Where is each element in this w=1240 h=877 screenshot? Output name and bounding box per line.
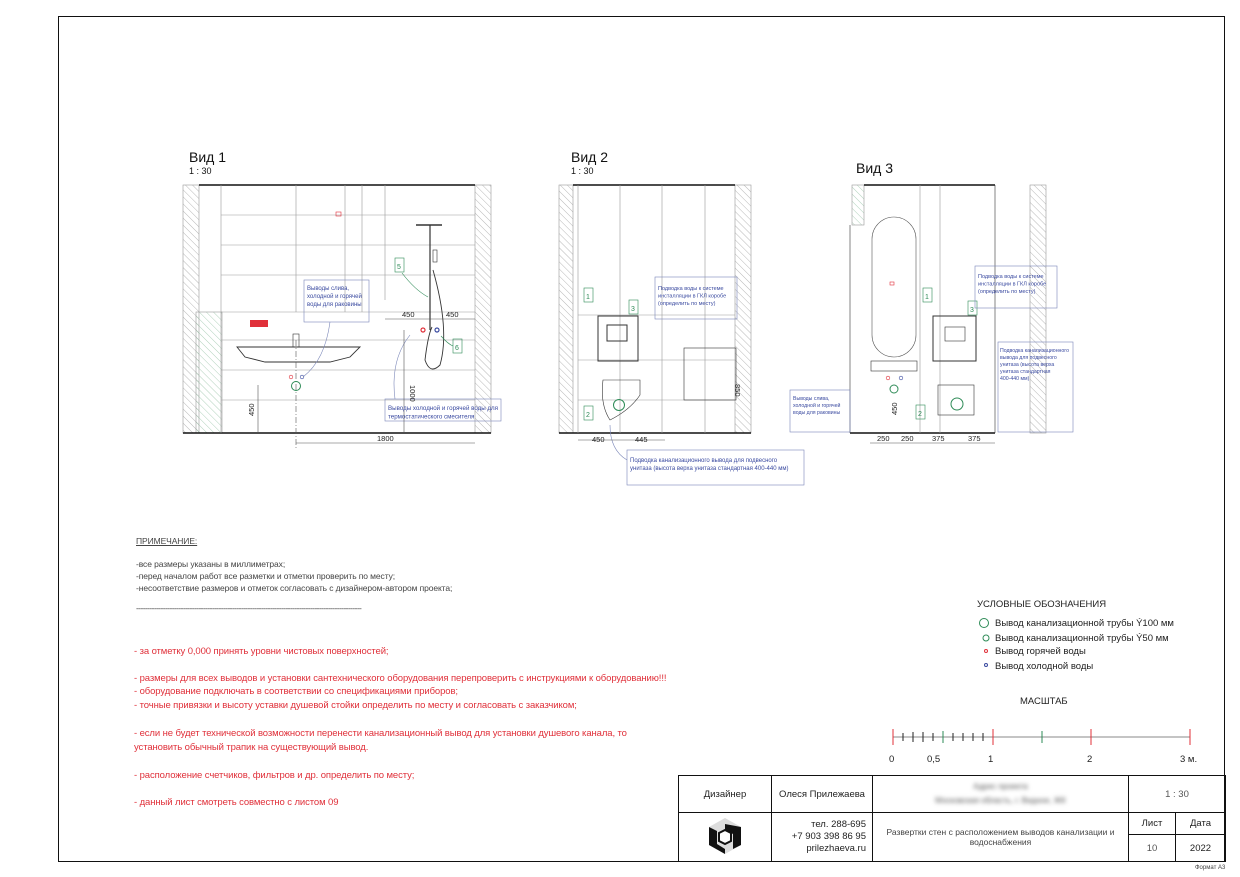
cube-logo-icon <box>709 817 741 854</box>
legend-item: Вывод канализационной трубы Ý100 мм <box>995 618 1174 629</box>
legend-item: Вывод горячей воды <box>995 646 1086 657</box>
title-block: Дизайнер Олеся Прилежаева Адрес проекта … <box>678 775 1226 862</box>
view3-drawing <box>789 184 1074 444</box>
v3-dim-375b: 375 <box>968 434 981 443</box>
sheet-title: Развертки стен с расположением выводов к… <box>872 812 1129 862</box>
v2-marker-2: 2 <box>586 412 590 419</box>
website: prilezhaeva.ru <box>806 843 866 854</box>
sheet-number: 10 <box>1128 834 1176 862</box>
view2-drawing <box>558 184 805 486</box>
v1-dim-1000: 1000 <box>408 385 417 402</box>
scale-bar <box>892 729 1191 745</box>
date-value: 2022 <box>1175 834 1226 862</box>
scale-label: 2 <box>1087 754 1093 765</box>
note-line: -несоответствие размеров и отметок согла… <box>136 583 453 593</box>
view2-scale: 1 : 30 <box>571 166 594 176</box>
notes-separator: ----------------------------------------… <box>136 603 362 613</box>
v3-marker-3: 3 <box>970 307 974 314</box>
blurred-line: Адрес проекта <box>973 782 1028 791</box>
v1-dim-1800: 1800 <box>377 434 394 443</box>
v1-dim-mixer-left: 450 <box>402 310 415 319</box>
v3-dim-375a: 375 <box>932 434 945 443</box>
v3-dim-450: 450 <box>890 402 899 415</box>
v2-marker-3: 3 <box>631 306 635 313</box>
view2-title: Вид 2 <box>571 149 609 165</box>
view1-drawing <box>182 184 502 450</box>
red-note: - точные привязки и высоту уставки душев… <box>134 700 577 711</box>
red-note: - оборудование подключать в соответствии… <box>134 686 458 697</box>
logo <box>678 812 772 862</box>
project-address-blurred: Адрес проекта Московская область, г. Вид… <box>872 775 1129 813</box>
view1-title: Вид 1 <box>189 149 227 165</box>
scale-label: 3 м. <box>1180 754 1198 765</box>
v3-marker-1: 1 <box>925 294 929 301</box>
red-note: установить обычный трапик на существующи… <box>134 742 369 753</box>
v1-marker-6: 6 <box>455 345 459 352</box>
sheet-label: Лист <box>1128 812 1176 835</box>
note-line: -перед началом работ все разметки и отме… <box>136 571 396 581</box>
sewer-100-circle-icon <box>979 618 989 628</box>
sheet-scale: 1 : 30 <box>1128 775 1226 813</box>
date-label: Дата <box>1175 812 1226 835</box>
v3-dim-250a: 250 <box>877 434 890 443</box>
v2-callout-sewer: Подводка канализационного вывода для под… <box>630 458 788 472</box>
red-note: - расположение счетчиков, фильтров и др.… <box>134 770 415 781</box>
red-note: - размеры для всех выводов и установки с… <box>134 673 667 684</box>
note-line: -все размеры указаны в миллиметрах; <box>136 559 286 569</box>
v3-marker-2: 2 <box>918 411 922 418</box>
view1-scale: 1 : 30 <box>189 166 212 176</box>
contacts: тел. 288-695 +7 903 398 86 95 prilezhaev… <box>771 812 873 862</box>
legend-title: УСЛОВНЫЕ ОБОЗНАЧЕНИЯ <box>977 599 1107 610</box>
red-note: - если не будет технической возможности … <box>134 728 627 739</box>
red-note: - данный лист смотреть совместно с листо… <box>134 797 339 808</box>
scale-label: 0 <box>889 754 895 765</box>
designer-name: Олеся Прилежаева <box>771 775 873 813</box>
phone-1: тел. 288-695 <box>811 819 866 830</box>
red-note: - за отметку 0,000 принять уровни чистов… <box>134 646 389 657</box>
cold-water-dot-icon <box>984 663 988 667</box>
paper-format: Формат А3 <box>1195 865 1226 871</box>
scale-title: МАСШТАБ <box>1020 696 1068 707</box>
notes-title: ПРИМЕЧАНИЕ: <box>136 536 198 546</box>
v1-marker-5: 5 <box>397 264 401 271</box>
v1-dim-450: 450 <box>247 403 256 416</box>
sewer-50-circle-icon <box>982 634 990 642</box>
v2-dim-450: 450 <box>592 435 605 444</box>
drawing-frame <box>58 16 1225 862</box>
phone-2: +7 903 398 86 95 <box>791 831 866 842</box>
legend-item: Вывод холодной воды <box>995 661 1094 672</box>
view3-title: Вид 3 <box>856 160 894 176</box>
blurred-line: Московская область, г. Видное, ЖК <box>935 796 1066 805</box>
v2-marker-1: 1 <box>586 294 590 301</box>
scale-label: 1 <box>988 754 994 765</box>
v1-dim-mixer-right: 450 <box>446 310 459 319</box>
legend-item: Вывод канализационной трубы Ý50 мм <box>995 633 1169 644</box>
v3-dim-250b: 250 <box>901 434 914 443</box>
v2-dim-850: 850 <box>733 384 742 397</box>
hot-water-dot-icon <box>984 649 988 653</box>
v2-dim-445: 445 <box>635 435 648 444</box>
scale-label: 0,5 <box>927 754 941 765</box>
role-label: Дизайнер <box>678 775 772 813</box>
